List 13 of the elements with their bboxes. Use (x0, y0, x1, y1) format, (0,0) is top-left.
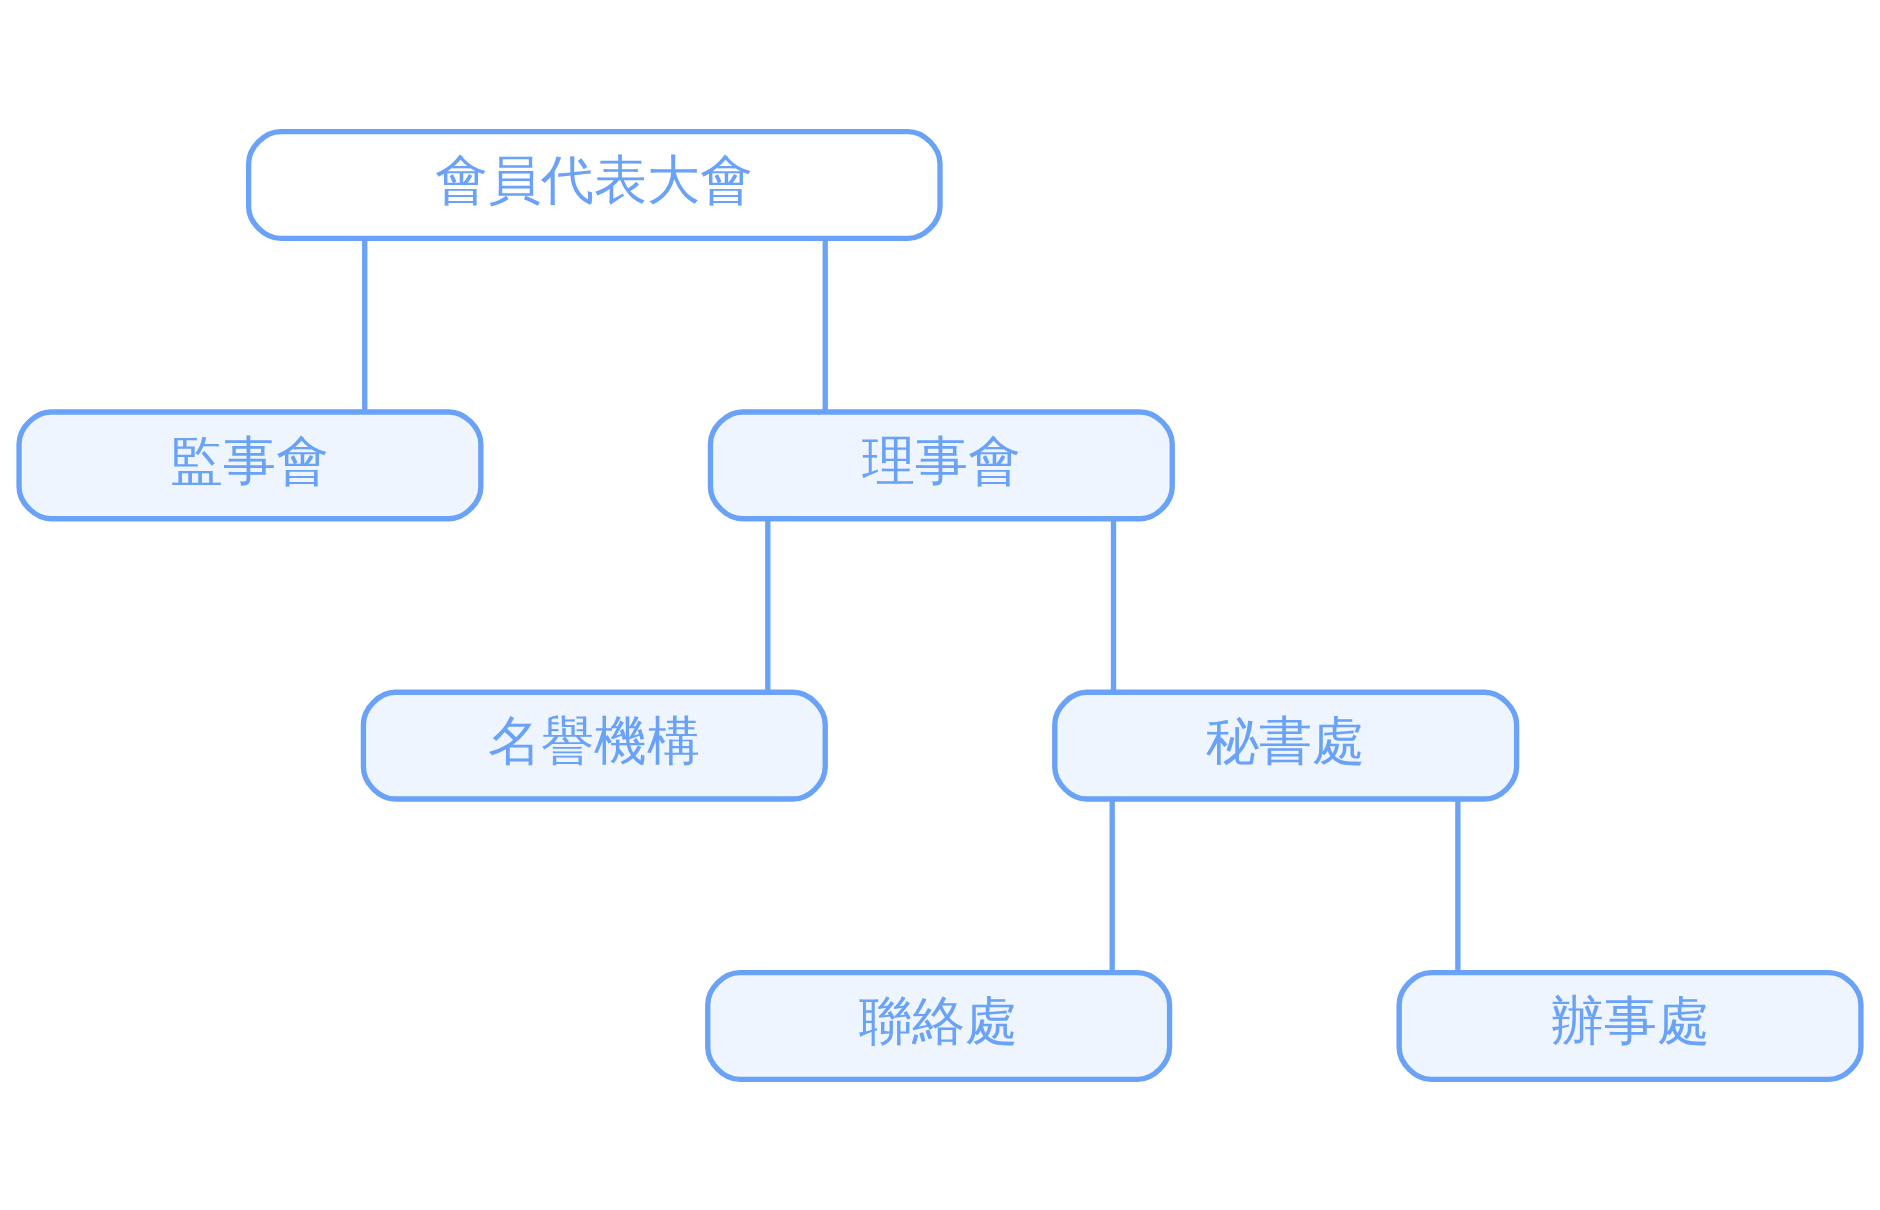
connector (822, 238, 828, 411)
node-box: 辦事處 (1396, 969, 1864, 1082)
node-box: 監事會 (16, 408, 484, 521)
connector (765, 518, 771, 692)
connector (1455, 799, 1461, 972)
connector (1110, 518, 1117, 692)
node-box: 聯絡處 (705, 969, 1173, 1082)
node-box: 理事會 (707, 408, 1175, 521)
node-box: 會員代表大會 (245, 128, 943, 241)
connector (1109, 799, 1115, 972)
node-box: 名譽機構 (360, 689, 828, 802)
connector (362, 238, 368, 411)
node-box: 秘書處 (1052, 689, 1520, 802)
